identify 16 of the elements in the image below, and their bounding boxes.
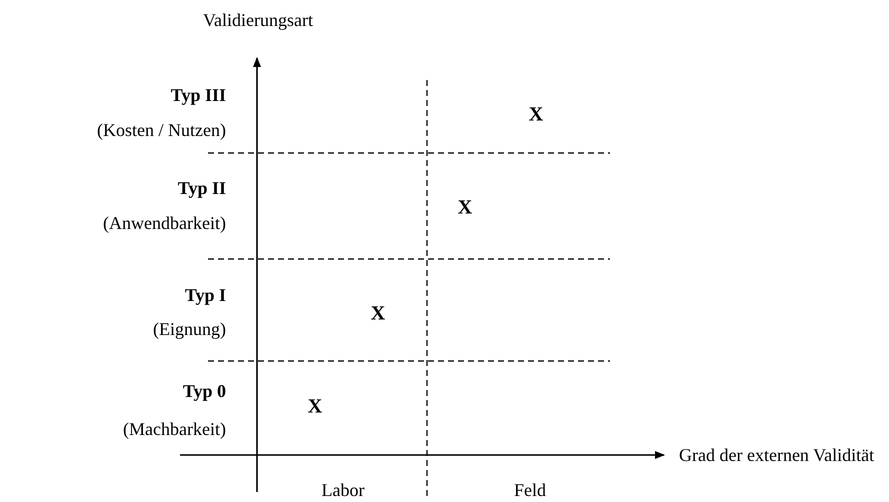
row-subtitle: (Anwendbarkeit) [103, 212, 226, 234]
row-subtitle: (Machbarkeit) [123, 418, 226, 440]
cross-mark: X [370, 302, 386, 326]
column-label: Labor [322, 478, 364, 502]
row-subtitle: (Eignung) [153, 318, 226, 340]
row-heading: Typ I [184, 284, 226, 306]
row-heading: Typ II [178, 176, 226, 200]
column-label: Feld [514, 478, 546, 502]
row-subtitle: (Kosten / Nutzen) [97, 118, 226, 142]
row-heading: Typ III [170, 84, 226, 106]
cross-mark: X [528, 102, 544, 128]
axis-title: Validierungsart [203, 8, 313, 32]
axis-title: Grad der externen Validität [679, 444, 876, 466]
cross-mark: X [458, 196, 472, 220]
row-heading: Typ 0 [182, 380, 226, 402]
cross-mark: X [308, 394, 322, 420]
